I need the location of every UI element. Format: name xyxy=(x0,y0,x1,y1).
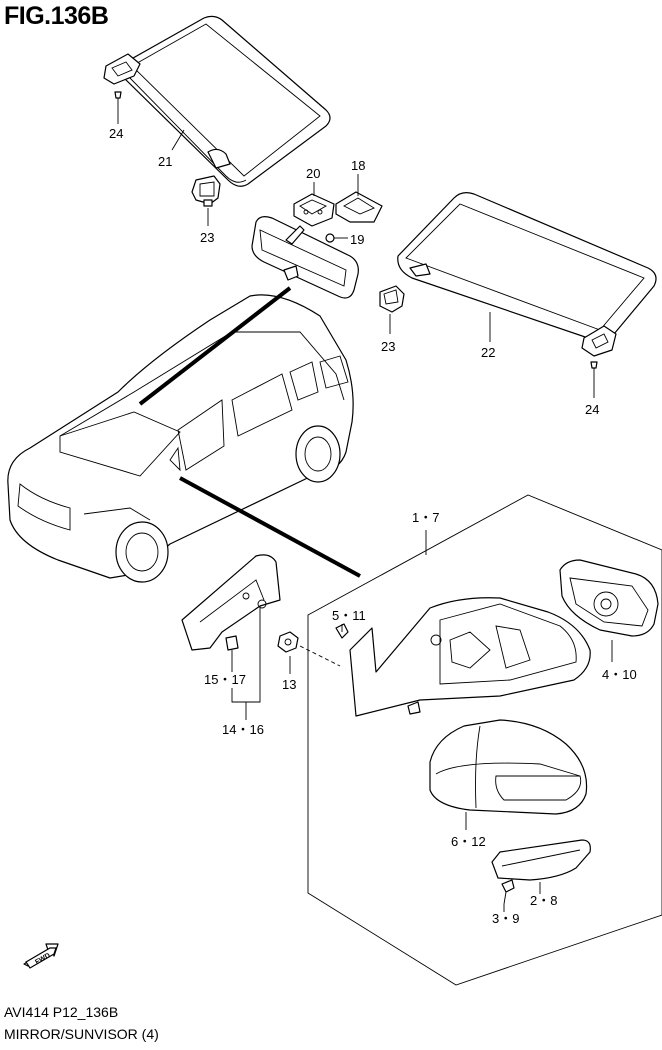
fwd-label: FWD xyxy=(34,952,51,966)
outer-mirror-body[interactable] xyxy=(349,597,591,717)
screw-right[interactable] xyxy=(590,361,598,378)
pin-15-17[interactable] xyxy=(225,635,239,651)
mirror-base[interactable] xyxy=(293,193,335,227)
rear-view-mirror[interactable] xyxy=(251,216,359,299)
callout-6-12: 6・12 xyxy=(451,834,486,849)
callout-20: 20 xyxy=(306,166,320,181)
figure-code: AVI414 P12_136B xyxy=(4,1004,119,1020)
assembly-box xyxy=(307,494,662,986)
screw-left[interactable] xyxy=(114,91,122,104)
garnish-bracket[interactable] xyxy=(181,554,281,651)
vehicle-outline xyxy=(7,294,354,583)
callout-19: 19 xyxy=(350,232,364,247)
sunvisor-left[interactable] xyxy=(103,15,331,187)
callout-15-17: 15・17 xyxy=(204,672,246,687)
figure-name: MIRROR/SUNVISOR (4) xyxy=(4,1026,159,1042)
mirror-cover[interactable] xyxy=(335,191,383,223)
callout-21: 21 xyxy=(158,154,172,169)
callout-3-9: 3・9 xyxy=(492,911,519,926)
nut-13[interactable] xyxy=(277,631,299,653)
callout-4-10: 4・10 xyxy=(602,667,637,682)
mirror-glass[interactable] xyxy=(559,559,659,637)
callout-23-left: 23 xyxy=(200,230,214,245)
sunvisor-right[interactable] xyxy=(397,192,657,357)
callout-5-11: 5・11 xyxy=(332,608,366,623)
callout-2-8: 2・8 xyxy=(530,893,557,908)
screw-19[interactable] xyxy=(325,233,335,243)
clip-left[interactable] xyxy=(191,175,221,207)
fwd-arrow-icon: FWD xyxy=(23,943,59,969)
callout-13: 13 xyxy=(282,677,296,692)
callout-22: 22 xyxy=(481,345,495,360)
clip-right[interactable] xyxy=(379,285,405,313)
callout-23-right: 23 xyxy=(381,339,395,354)
callout-24-right: 24 xyxy=(585,402,599,417)
callout-14-16: 14・16 xyxy=(222,722,264,737)
callout-24-left: 24 xyxy=(109,126,123,141)
turn-signal-lamp[interactable] xyxy=(491,839,591,881)
figure-title: FIG.136B xyxy=(4,2,109,30)
callout-1-7: 1・7 xyxy=(412,510,439,525)
mirror-cover-cap[interactable] xyxy=(429,719,588,815)
callout-18: 18 xyxy=(351,158,365,173)
screw-3-9[interactable] xyxy=(501,879,515,905)
